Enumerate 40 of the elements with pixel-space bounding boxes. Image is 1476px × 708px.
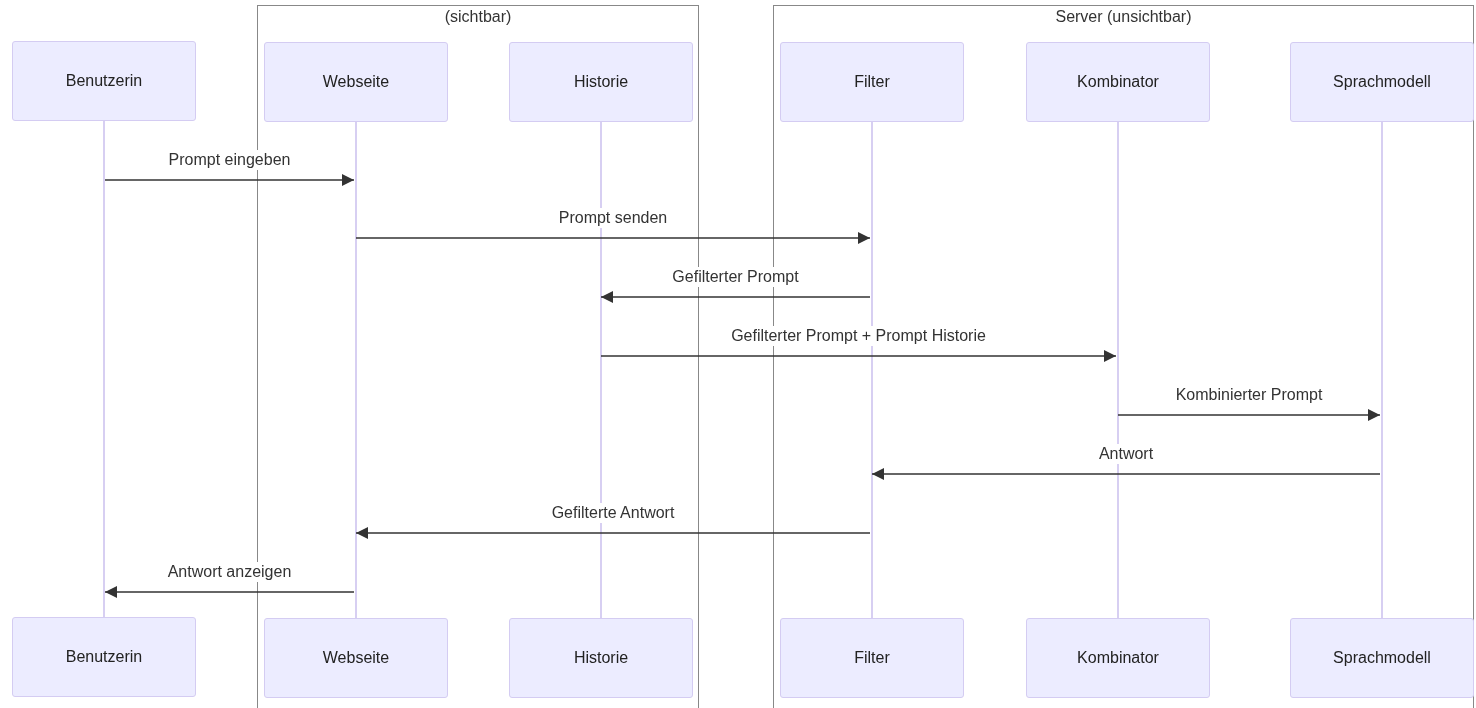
lifeline bbox=[600, 122, 602, 618]
message-arrow bbox=[104, 174, 355, 186]
participant-name: Benutzerin bbox=[65, 648, 143, 666]
participant-name: Filter bbox=[854, 649, 890, 667]
lifeline bbox=[871, 122, 873, 618]
lifeline bbox=[355, 122, 357, 618]
message-arrow bbox=[1117, 409, 1381, 421]
participant-name: Kombinator bbox=[1077, 73, 1159, 91]
message-arrow bbox=[104, 586, 355, 598]
participant-box bbox=[1290, 618, 1474, 698]
participant-box bbox=[264, 42, 448, 122]
message-arrow bbox=[871, 468, 1381, 480]
group-title: (sichtbar) bbox=[444, 8, 512, 25]
lifeline bbox=[103, 121, 105, 617]
message-arrow bbox=[600, 291, 871, 303]
participant-name: Webseite bbox=[322, 649, 390, 667]
participant-name: Sprachmodell bbox=[1333, 73, 1431, 91]
participant-name: Webseite bbox=[322, 73, 390, 91]
group-title: Server (unsichtbar) bbox=[1055, 8, 1192, 25]
participant-name: Historie bbox=[573, 73, 629, 91]
participant-box bbox=[780, 618, 964, 698]
participant-box bbox=[12, 41, 196, 121]
participant-box bbox=[509, 618, 693, 698]
lifeline bbox=[1117, 122, 1119, 618]
participant-name: Benutzerin bbox=[65, 72, 143, 90]
message-arrow bbox=[600, 350, 1117, 362]
participant-name: Kombinator bbox=[1077, 649, 1159, 667]
lifeline bbox=[1381, 122, 1383, 618]
participant-box bbox=[780, 42, 964, 122]
message-arrow bbox=[355, 232, 871, 244]
participant-name: Sprachmodell bbox=[1333, 649, 1431, 667]
participant-box bbox=[12, 617, 196, 697]
message-arrow bbox=[355, 527, 871, 539]
participant-box bbox=[1290, 42, 1474, 122]
participant-name: Filter bbox=[854, 73, 890, 91]
participant-box bbox=[1026, 42, 1210, 122]
participant-box bbox=[1026, 618, 1210, 698]
participant-name: Historie bbox=[573, 649, 629, 667]
participant-box bbox=[264, 618, 448, 698]
participant-box bbox=[509, 42, 693, 122]
